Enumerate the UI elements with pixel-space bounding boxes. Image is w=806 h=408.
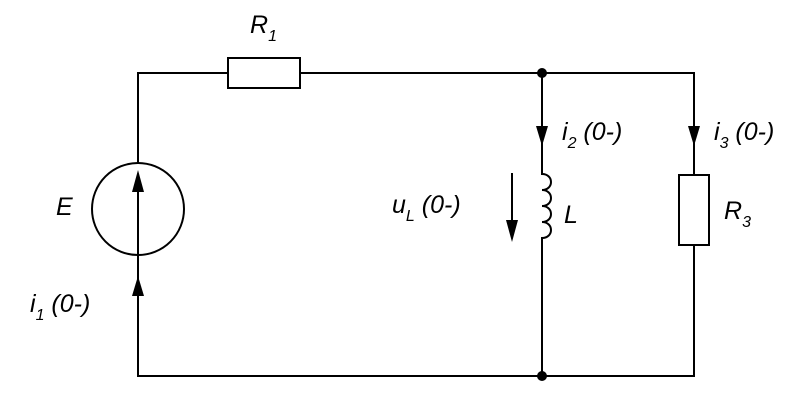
source-arrow-head-icon xyxy=(132,170,144,192)
label-i1: i1 (0-) xyxy=(30,290,90,324)
resistor-r3 xyxy=(678,174,710,246)
wires xyxy=(137,72,695,377)
inductor-l xyxy=(540,172,552,240)
label-i2: i2 (0-) xyxy=(562,118,622,152)
junction-bottom xyxy=(537,371,547,381)
i2-arrow-icon xyxy=(536,126,548,146)
junction-top xyxy=(537,68,547,78)
label-e: E xyxy=(56,193,73,221)
resistor-r1 xyxy=(227,57,301,89)
ul-arrow xyxy=(506,173,518,242)
label-l: L xyxy=(564,201,578,229)
label-i3: i3 (0-) xyxy=(714,118,774,152)
i1-arrow-icon xyxy=(132,276,144,296)
label-r1: R1 xyxy=(250,11,277,45)
voltage-source-e xyxy=(91,162,185,256)
i3-arrow-icon xyxy=(688,126,700,146)
ul-arrow-head-icon xyxy=(506,220,518,242)
label-ul: uL (0-) xyxy=(392,191,461,225)
label-r3: R3 xyxy=(724,197,751,231)
